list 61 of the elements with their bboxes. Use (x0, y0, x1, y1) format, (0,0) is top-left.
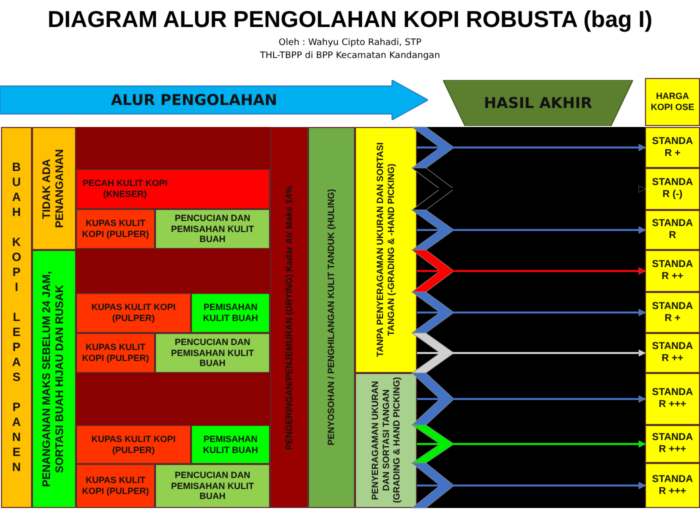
box-label: PEMISAHAN KULIT BUAH (202, 302, 259, 324)
grade-cell (645, 425, 700, 463)
process-box (155, 333, 270, 373)
process-box (76, 333, 155, 373)
box-label: KUPAS KULIT KOPI (PULPER) (80, 475, 150, 497)
box-label: STANDAR +++ (651, 474, 694, 498)
grade-cell (645, 210, 700, 250)
grade-cell (645, 292, 700, 333)
box-label: STANDAR (651, 218, 694, 242)
box-label: KUPAS KULIT KOPI (PULPER) (90, 434, 177, 456)
process-box (76, 209, 155, 249)
grade-cell (645, 127, 700, 168)
process-band (308, 127, 355, 508)
box-label: PENGERINGAN/PENJEMURAN (DRYING) Kadar Air Maks 14% (284, 186, 294, 450)
diagram-title: DIAGRAM ALUR PENGOLAHAN KOPI ROBUSTA (bag I) (48, 6, 652, 32)
header-cell (645, 78, 700, 126)
box-label: PENCUCIAN DAN PEMISAHAN KULIT BUAH (170, 212, 255, 246)
box-label: PECAH KULIT KOPI (KNESER) (81, 178, 168, 200)
box-label: PENYERAGAMAN UKURAN DAN SORTASI TANGAN (GRADING & HAND PICKING) (370, 377, 402, 504)
box-label: STANDAR ++ (651, 341, 694, 365)
box-label: STANDAR +++ (651, 387, 694, 411)
box-label: STANDAR + (651, 136, 694, 160)
process-box (191, 425, 270, 464)
grade-cell (645, 463, 700, 508)
grade-cell (645, 250, 700, 292)
box-label: KUPAS KULIT KOPI (PULPER) (80, 342, 150, 364)
box-label: TANPA PENYERAGAMAN UKURAN DAN SORTASI TANGAN (-GRADING & -HAND PICKING) (375, 142, 397, 360)
box-label: PENCUCIAN DAN PEMISAHAN KULIT BUAH (170, 336, 255, 370)
process-box (76, 464, 155, 508)
box-label: ALUR PENGOLAHAN (110, 91, 278, 109)
grade-cell (645, 333, 700, 373)
grade-cell (645, 373, 700, 425)
sorting-band (355, 373, 417, 508)
box-label: TIDAK ADA PENANGANAN (40, 148, 67, 230)
box-label: KUPAS KULIT KOPI (PULPER) (80, 218, 150, 240)
box-label: KUPAS KULIT KOPI (PULPER) (90, 302, 177, 324)
process-band (270, 127, 308, 508)
box-label: PENYOSOHAN / PENGHILANGAN KULIT TANDUK (HULING) (326, 189, 337, 446)
box-label: PENCUCIAN DAN PEMISAHAN KULIT BUAH (170, 470, 255, 502)
sorting-band (355, 127, 417, 373)
box-label: PENANGANAN MAKS SEBELUM 24 JAM, SORTASI BUAH HIJAU DAN RUSAK (40, 270, 67, 489)
process-box (155, 464, 270, 508)
subtitle-text: THL-TBPP di BPP Kecamatan Kandangan (260, 51, 440, 61)
box-label: STANDAR ++ (651, 259, 694, 283)
process-box (76, 425, 191, 464)
grade-cell (645, 168, 700, 210)
box-label: STANDAR +++ (651, 432, 694, 456)
box-label: STANDAR (-) (651, 177, 694, 201)
treatment-band (32, 250, 76, 508)
box-label: HARGA KOPI OSE (650, 91, 696, 113)
process-box (155, 209, 270, 249)
treatment-band (32, 127, 76, 250)
subtitle-text: Oleh : Wahyu Cipto Rahadi, STP (278, 38, 422, 48)
box-label: HASIL AKHIR (484, 94, 592, 112)
box-label: PEMISAHAN KULIT BUAH (202, 434, 259, 456)
side-band (1, 127, 32, 508)
process-box (76, 169, 270, 209)
box-label: STANDAR + (651, 300, 694, 324)
process-box (191, 293, 270, 333)
box-label: BUAH KOPI LEPAS PANEN (10, 160, 22, 475)
process-box (76, 293, 191, 333)
